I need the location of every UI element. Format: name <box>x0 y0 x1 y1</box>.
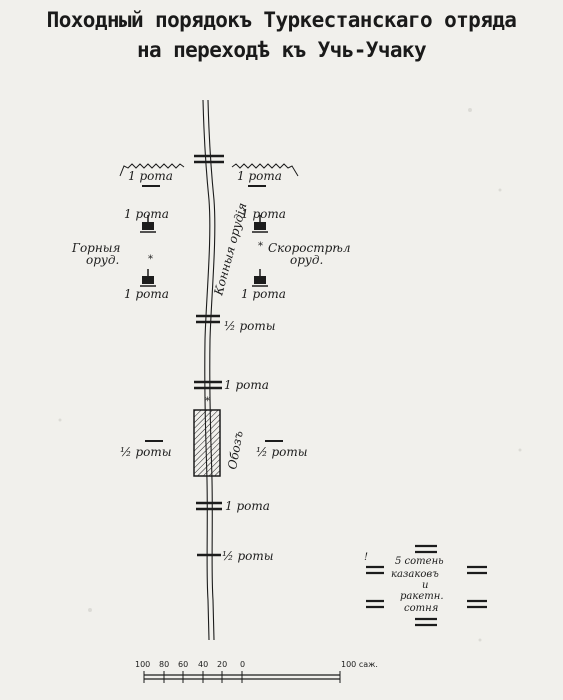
scale-label-100-right: 100 саж. <box>341 660 378 669</box>
route-road <box>202 99 216 641</box>
label-rota-lower: 1 рота <box>225 499 270 513</box>
gun-dot-left: * <box>148 254 153 265</box>
label-half-rota-1: ½ роты <box>224 319 276 333</box>
label-half-rota-right: ½ роты <box>256 445 308 459</box>
baggage-train-block <box>193 409 221 477</box>
cossack-symbols <box>366 544 487 627</box>
scale-label-60: 60 <box>178 660 188 669</box>
label-cossacks-4: ракетн. <box>400 591 444 602</box>
label-rota-top-right: 1 рота <box>237 169 282 183</box>
scale-label-20: 20 <box>217 660 227 669</box>
road-unit-markers <box>194 154 224 557</box>
label-cossacks-2: казаковъ <box>391 569 439 580</box>
label-rota-center: 1 рота <box>224 378 269 392</box>
map-title-line-2: на переходѣ къ Учь-Учаку <box>136 38 427 62</box>
label-rota-mid-left-2: 1 рота <box>124 287 169 301</box>
label-horse-guns: Конныя орудія <box>211 201 249 298</box>
label-cossacks-5: сотня <box>404 603 438 614</box>
label-rota-mid-right-1: 1 рота <box>241 207 286 221</box>
gun-dot-right: * <box>258 241 263 252</box>
label-mountain-guns-2: оруд. <box>86 253 119 267</box>
label-cossacks-1: 5 сотень <box>395 556 444 567</box>
scale-label-0: 0 <box>240 660 245 669</box>
gun-icon-left-1 <box>142 222 154 230</box>
scale-label-40: 40 <box>198 660 208 669</box>
label-mountain-guns-1: Горныя <box>71 241 121 255</box>
gun-icon-left-2 <box>142 276 154 284</box>
gun-icon-right-2 <box>254 276 266 284</box>
gun-dot-road-1: * <box>205 396 210 407</box>
label-half-rota-bottom: ½ роты <box>222 549 274 563</box>
label-rapid-guns-2: оруд. <box>290 253 323 267</box>
cossack-marker-tick: ! <box>364 552 368 563</box>
map-title-line-1: Походный порядокъ Туркестанскаго отряда <box>46 8 517 32</box>
right-screen-fringe <box>231 163 299 177</box>
label-rapid-guns-1: Скорострѣл <box>268 241 351 255</box>
scale-label-100: 100 <box>135 660 150 669</box>
gun-symbols: * * * <box>140 215 268 407</box>
scale-label-80: 80 <box>159 660 169 669</box>
gun-icon-right-1 <box>254 222 266 230</box>
left-screen-fringe <box>119 163 185 177</box>
label-cossacks-3: и <box>422 580 428 591</box>
label-baggage-train: Обозъ <box>225 430 246 471</box>
label-rota-mid-right-2: 1 рота <box>241 287 286 301</box>
label-rota-top-left: 1 рота <box>128 169 173 183</box>
scale-bar <box>143 671 341 683</box>
flank-unit-bars <box>142 185 283 442</box>
label-half-rota-left: ½ роты <box>120 445 172 459</box>
label-rota-mid-left-1: 1 рота <box>124 207 169 221</box>
paper-texture <box>58 108 522 642</box>
